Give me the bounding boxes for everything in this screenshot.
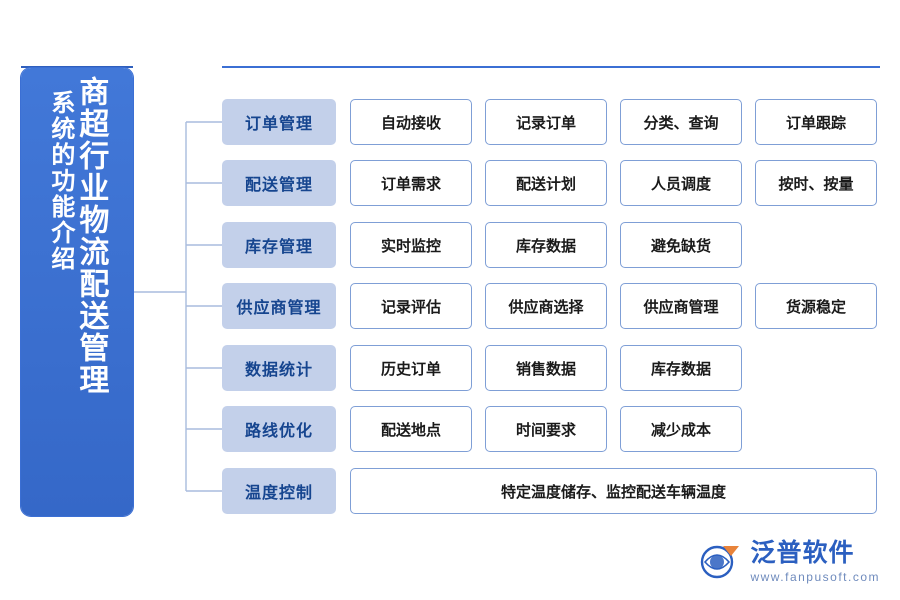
item-group: 记录评估供应商选择供应商管理货源稳定 xyxy=(350,283,877,329)
brand-logo: 泛普软件 www.fanpusoft.com xyxy=(697,540,880,584)
logo-text: 泛普软件 www.fanpusoft.com xyxy=(750,538,880,584)
item-group: 特定温度储存、监控配送车辆温度 xyxy=(350,468,877,514)
item-group: 历史订单销售数据库存数据 xyxy=(350,345,742,391)
item-box[interactable]: 配送地点 xyxy=(350,406,472,452)
page-title: 商超行业物流配送管理 xyxy=(74,76,108,396)
category-box[interactable]: 配送管理 xyxy=(222,160,336,206)
item-box[interactable]: 避免缺货 xyxy=(620,222,742,268)
item-box[interactable]: 时间要求 xyxy=(485,406,607,452)
item-box[interactable]: 配送计划 xyxy=(485,160,607,206)
category-box[interactable]: 数据统计 xyxy=(222,345,336,391)
item-group: 自动接收记录订单分类、查询订单跟踪 xyxy=(350,99,877,145)
category-box[interactable]: 供应商管理 xyxy=(222,283,336,329)
item-box[interactable]: 销售数据 xyxy=(485,345,607,391)
item-box[interactable]: 供应商选择 xyxy=(485,283,607,329)
category-box[interactable]: 路线优化 xyxy=(222,406,336,452)
diagram-row: 温度控制特定温度储存、监控配送车辆温度 xyxy=(222,468,877,514)
item-box[interactable]: 库存数据 xyxy=(485,222,607,268)
item-group: 配送地点时间要求减少成本 xyxy=(350,406,742,452)
category-box[interactable]: 库存管理 xyxy=(222,222,336,268)
item-box[interactable]: 历史订单 xyxy=(350,345,472,391)
page-subtitle: 系统的功能介绍 xyxy=(46,90,74,272)
item-box[interactable]: 特定温度储存、监控配送车辆温度 xyxy=(350,468,877,514)
item-box[interactable]: 供应商管理 xyxy=(620,283,742,329)
diagram-row: 路线优化配送地点时间要求减少成本 xyxy=(222,406,742,452)
logo-name: 泛普软件 xyxy=(750,538,855,567)
logo-mark-icon xyxy=(697,540,741,584)
item-group: 实时监控库存数据避免缺货 xyxy=(350,222,742,268)
diagram-row: 供应商管理记录评估供应商选择供应商管理货源稳定 xyxy=(222,283,877,329)
top-rule-right xyxy=(222,66,880,68)
item-box[interactable]: 订单需求 xyxy=(350,160,472,206)
item-box[interactable]: 分类、查询 xyxy=(620,99,742,145)
diagram-row: 配送管理订单需求配送计划人员调度按时、按量 xyxy=(222,160,877,206)
item-box[interactable]: 人员调度 xyxy=(620,160,742,206)
diagram-row: 订单管理自动接收记录订单分类、查询订单跟踪 xyxy=(222,99,877,145)
item-box[interactable]: 货源稳定 xyxy=(755,283,877,329)
logo-url: www.fanpusoft.com xyxy=(750,569,880,584)
diagram-row: 库存管理实时监控库存数据避免缺货 xyxy=(222,222,742,268)
item-group: 订单需求配送计划人员调度按时、按量 xyxy=(350,160,877,206)
top-rule-left xyxy=(21,66,133,68)
title-block: 商超行业物流配送管理 系统的功能介绍 xyxy=(21,68,133,516)
category-box[interactable]: 订单管理 xyxy=(222,99,336,145)
item-box[interactable]: 实时监控 xyxy=(350,222,472,268)
item-box[interactable]: 库存数据 xyxy=(620,345,742,391)
item-box[interactable]: 自动接收 xyxy=(350,99,472,145)
item-box[interactable]: 按时、按量 xyxy=(755,160,877,206)
title-text-wrapper: 商超行业物流配送管理 系统的功能介绍 xyxy=(21,68,133,516)
item-box[interactable]: 减少成本 xyxy=(620,406,742,452)
category-box[interactable]: 温度控制 xyxy=(222,468,336,514)
item-box[interactable]: 记录评估 xyxy=(350,283,472,329)
diagram-row: 数据统计历史订单销售数据库存数据 xyxy=(222,345,742,391)
item-box[interactable]: 订单跟踪 xyxy=(755,99,877,145)
item-box[interactable]: 记录订单 xyxy=(485,99,607,145)
